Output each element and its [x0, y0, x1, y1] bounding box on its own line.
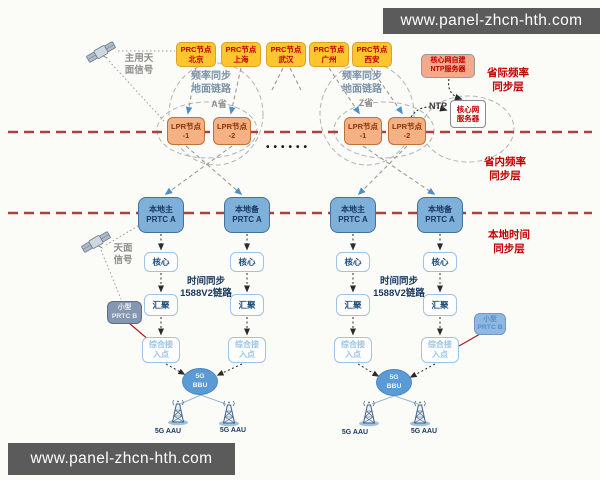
core-node-2: 核心: [230, 252, 264, 272]
prc-node-shanghai: PRC节点 上海: [221, 42, 261, 67]
prc-node-xian: PRC节点 西安: [352, 42, 392, 67]
lpr-node-a1: LPR节点 -1: [167, 117, 205, 145]
lpr-node-z1: LPR节点 -1: [344, 117, 382, 145]
intra-province-freq-layer-label: 省内频率 同步层: [484, 156, 526, 182]
prtc-a-backup-left: 本地备 PRTC A: [224, 197, 270, 233]
aggregation-node-3: 汇聚: [336, 294, 370, 316]
local-time-sync-layer-label: 本地时间 同步层: [488, 229, 530, 255]
lpr-node-a2: LPR节点 -2: [213, 117, 251, 145]
aau-tower-icon-4: [409, 400, 431, 427]
ntp-label: NTP: [429, 101, 447, 111]
bbu-right: 5G BBU: [376, 369, 412, 396]
ntp-links: [410, 78, 463, 118]
aggregation-node-1: 汇聚: [144, 294, 178, 316]
prtc-a-main-right: 本地主 PRTC A: [330, 197, 376, 233]
access-point-node-1: 综合接 入点: [142, 337, 180, 363]
prc-to-lpr-links: [185, 67, 403, 115]
aau-tower-icon-3: [358, 400, 380, 427]
main-antenna-signal-label: 主用天 面信号: [124, 53, 154, 77]
ntp-self-built-server: 核心网自建 NTP服务器: [421, 54, 475, 78]
prc-node-wuhan: PRC节点 武汉: [266, 42, 306, 67]
prtc-a-backup-right: 本地备 PRTC A: [417, 197, 463, 233]
prtc-a-main-left: 本地主 PRTC A: [138, 197, 184, 233]
province-z-ellipse: [333, 101, 435, 159]
prc-node-beijing: PRC节点 北京: [176, 42, 216, 67]
prc-node-guangzhou: PRC节点 广州: [309, 42, 349, 67]
core-node-1: 核心: [144, 252, 178, 272]
freq-sync-ground-link-right-label: 频率同步 地面链路: [342, 71, 382, 95]
time-sync-1588-left-label: 时间同步 1588V2链路: [180, 276, 232, 300]
right-freq-group-ellipse: [319, 62, 415, 166]
province-a-ellipse: [156, 101, 258, 159]
ellipsis-dots: ••••••: [266, 142, 312, 153]
satellite-signal-lines: [100, 50, 175, 300]
layer-divider-lines: [8, 130, 592, 215]
aau-label-1: 5G AAU: [154, 428, 182, 435]
left-freq-group-ellipse: [168, 62, 264, 166]
province-z-label: Z省: [358, 98, 374, 108]
aggregation-node-2: 汇聚: [230, 294, 264, 316]
aau-label-4: 5G AAU: [410, 428, 438, 435]
watermark-bottom: www.panel-zhcn-hth.com: [8, 443, 235, 475]
freq-sync-ground-link-left-label: 频率同步 地面链路: [191, 71, 231, 95]
core-node-3: 核心: [336, 252, 370, 272]
core-node-4: 核心: [423, 252, 457, 272]
aau-tower-icon-1: [167, 399, 189, 426]
time-sync-1588-right-label: 时间同步 1588V2链路: [373, 276, 425, 300]
access-point-node-3: 综合接 入点: [334, 337, 372, 363]
bbu-left: 5G BBU: [182, 368, 218, 395]
small-prtc-b-right: 小型 PRTC B: [474, 313, 506, 335]
access-point-node-2: 综合接 入点: [228, 337, 266, 363]
aau-label-2: 5G AAU: [219, 427, 247, 434]
core-network-server: 核心网 服务器: [450, 100, 486, 128]
bbu-to-aau-lines: [179, 391, 419, 405]
watermark-top: www.panel-zhcn-hth.com: [383, 8, 600, 34]
aau-label-3: 5G AAU: [341, 429, 369, 436]
small-prtc-b-left: 小型 PRTC B: [107, 301, 142, 324]
lpr-node-z2: LPR节点 -2: [388, 117, 426, 145]
time-sync-chain-links: [158, 234, 443, 378]
lpr-to-prtc-links: [164, 145, 436, 196]
aau-tower-icon-2: [218, 400, 240, 427]
satellite-icon-top: [85, 40, 119, 68]
aggregation-node-4: 汇聚: [423, 294, 457, 316]
inter-province-freq-layer-label: 省际频率 同步层: [487, 67, 529, 93]
antenna-signal-label: 天面 信号: [113, 243, 133, 267]
access-point-node-4: 综合接 入点: [421, 337, 459, 363]
province-a-label: A省: [211, 99, 227, 109]
